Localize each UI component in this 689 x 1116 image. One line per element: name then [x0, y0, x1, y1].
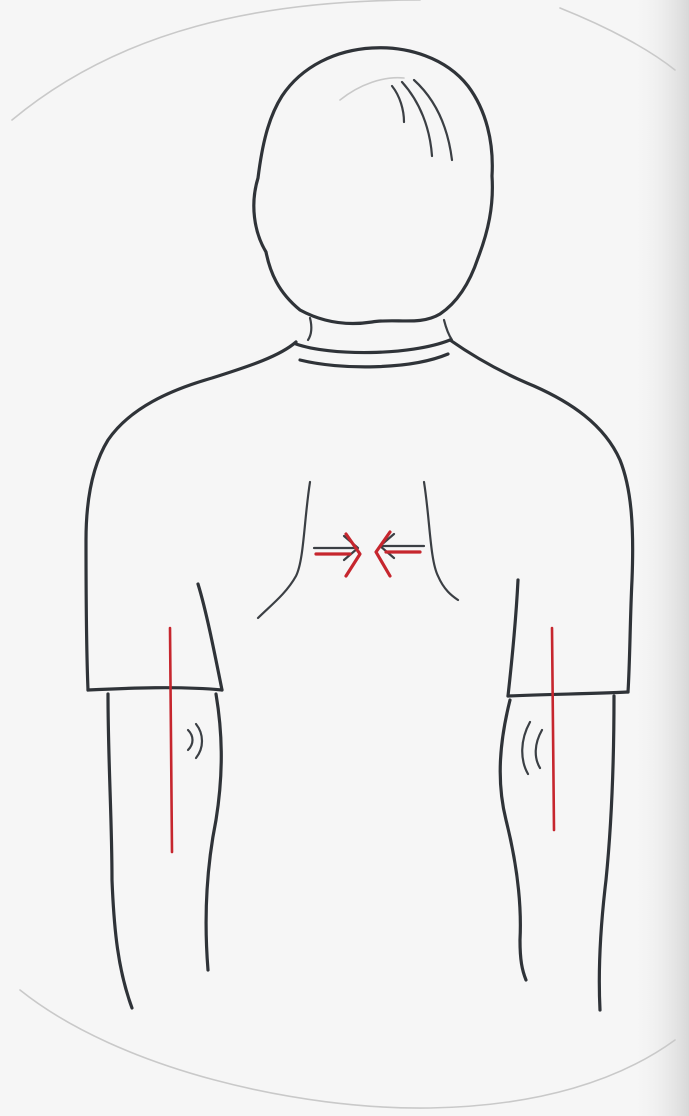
hair-strand: [414, 80, 452, 160]
shirt-left-shoulder: [86, 342, 296, 690]
inward-arrow-icon: [376, 532, 424, 576]
background-circle-arc: [12, 0, 420, 120]
shirt-right-side: [508, 580, 518, 696]
right-red-line: [552, 628, 554, 830]
left-red-line: [170, 628, 172, 852]
left-arm-inner: [206, 694, 221, 970]
hair-strand: [392, 86, 404, 122]
neck-right: [444, 320, 452, 340]
left-arm-outer: [108, 694, 132, 1008]
shirt-right-shoulder: [450, 340, 633, 692]
inward-arrow-icon: [314, 534, 360, 576]
left-shoulder-blade: [258, 482, 310, 618]
right-arm-outer: [599, 696, 614, 1010]
collar-top: [296, 340, 450, 353]
left-elbow-crease: [196, 724, 202, 758]
paper-edge-shadow: [630, 0, 689, 1116]
shirt-left-hem: [88, 688, 222, 690]
neck-left: [308, 318, 311, 340]
right-elbow-crease: [536, 730, 542, 768]
left-elbow-crease: [188, 730, 193, 750]
right-elbow-crease: [522, 722, 530, 774]
collar-bottom: [300, 354, 448, 367]
right-shoulder-blade: [424, 482, 458, 600]
shirt-right-hem: [508, 692, 628, 696]
shirt-left-side: [198, 584, 222, 690]
background-circle-arc-bottom: [20, 990, 675, 1108]
head-outline: [254, 48, 493, 324]
